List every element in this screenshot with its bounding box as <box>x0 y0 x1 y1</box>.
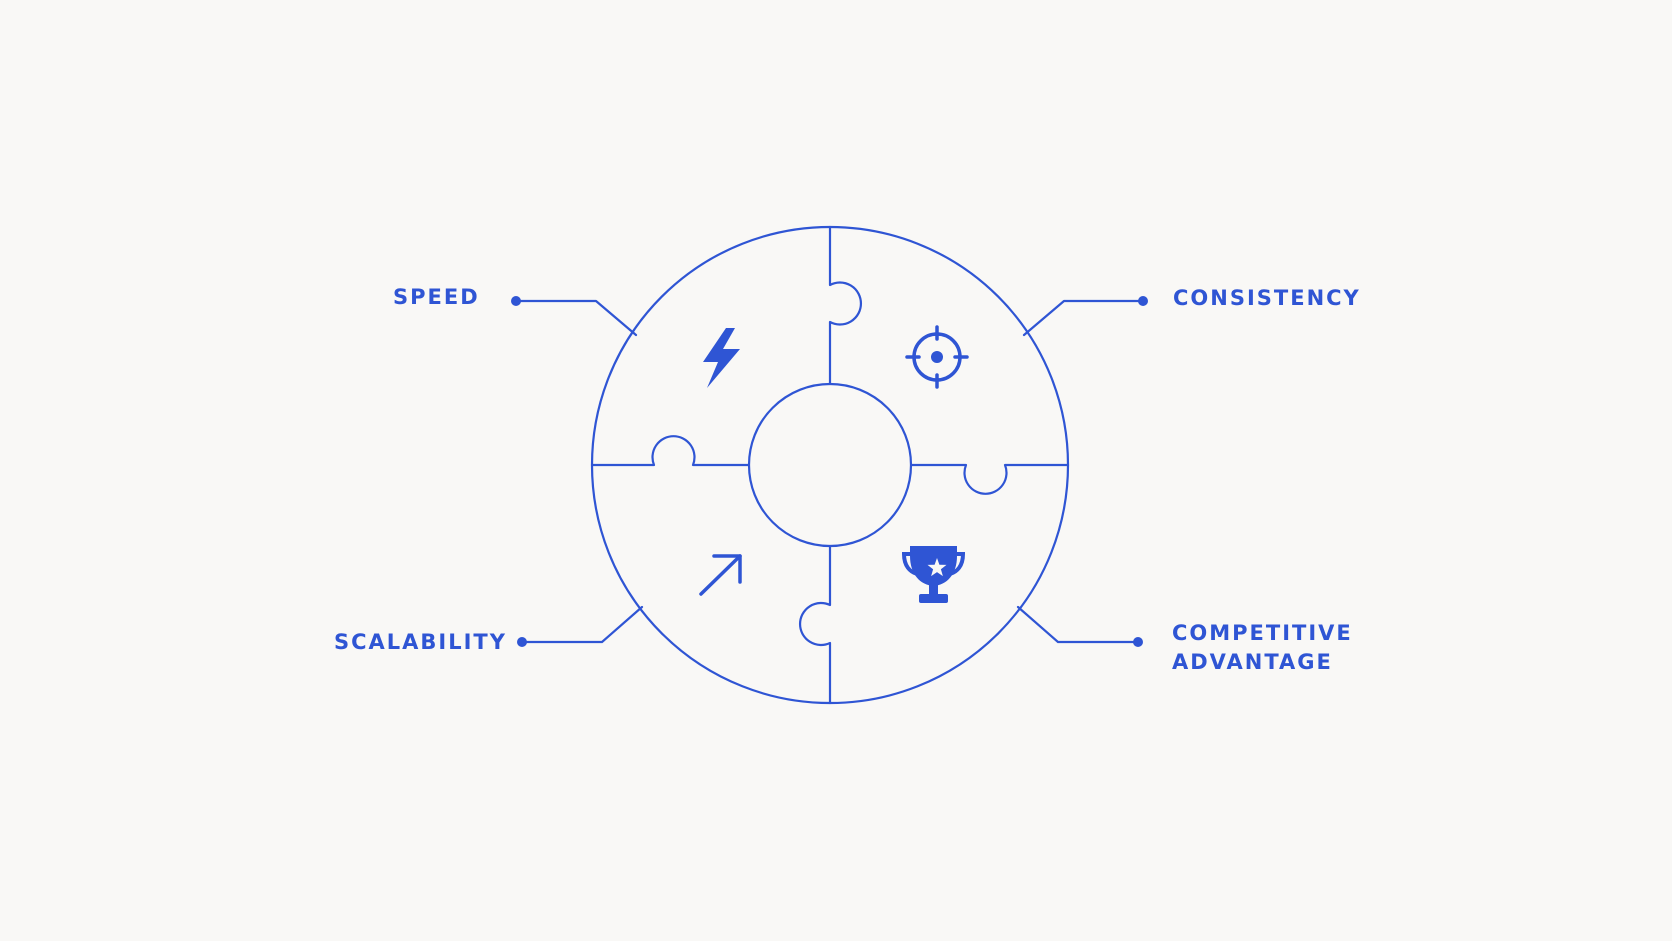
label-speed-line-1: SPEED <box>393 285 480 309</box>
connector-consistency <box>1022 299 1145 337</box>
trophy-star-icon <box>901 546 966 603</box>
outer-ring <box>590 225 1070 705</box>
arrow-up-right-icon <box>699 554 742 596</box>
connector-dot-competitive-advantage <box>1133 637 1143 647</box>
divider-left <box>590 435 751 467</box>
connector-competitive-advantage <box>1016 605 1140 644</box>
connector-dot-consistency <box>1138 296 1148 306</box>
label-speed: SPEED <box>393 283 480 312</box>
label-scalability-line-1: SCALABILITY <box>334 630 507 654</box>
label-scalability: SCALABILITY <box>334 628 507 657</box>
divider-top <box>828 225 862 386</box>
connector-dot-scalability <box>517 637 527 647</box>
connector-scalability <box>520 605 644 644</box>
connector-speed <box>514 299 638 337</box>
lightning-bolt-icon <box>703 328 740 388</box>
center-hub <box>747 382 913 548</box>
label-competitive-advantage: COMPETITIVE ADVANTAGE <box>1172 619 1353 677</box>
label-competitive-advantage-line-1: COMPETITIVE <box>1172 621 1353 645</box>
label-consistency-line-1: CONSISTENCY <box>1173 286 1361 310</box>
divider-bottom <box>799 544 832 705</box>
label-competitive-advantage-line-2: ADVANTAGE <box>1172 650 1333 674</box>
divider-right <box>909 463 1070 495</box>
target-crosshair-icon <box>905 325 969 389</box>
label-consistency: CONSISTENCY <box>1173 284 1361 313</box>
connector-dot-speed <box>511 296 521 306</box>
